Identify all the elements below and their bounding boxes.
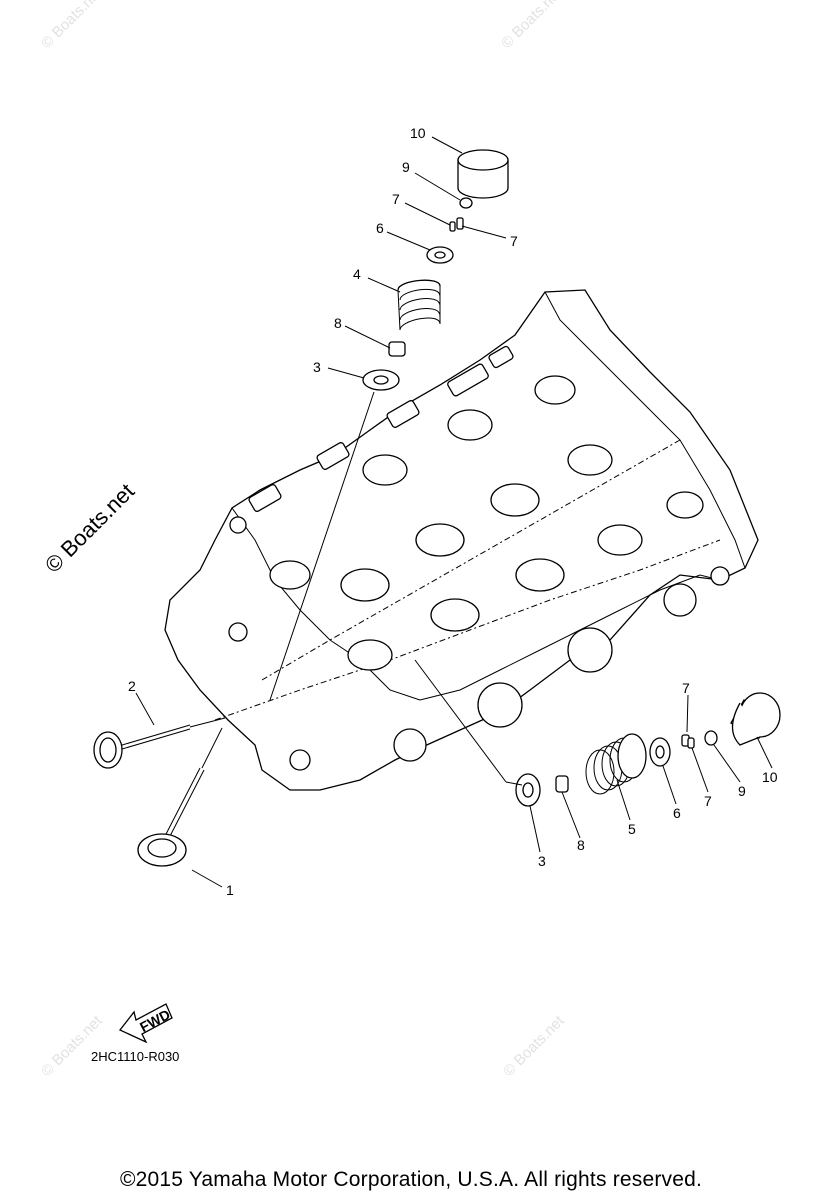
leader-lines [135,136,773,888]
valve-stem-seal-upper [388,341,406,357]
callout-10-upper: 10 [410,125,426,141]
valve-pad-lower [704,730,718,746]
callout-4: 4 [353,266,361,282]
valve-lifter-upper [457,149,509,199]
valve-pad-upper [459,197,473,209]
callout-3-lower: 3 [538,853,546,869]
callout-7-lower-top: 7 [682,680,690,696]
spring-retainer-lower [649,737,671,767]
callout-7-lower-bottom: 7 [704,793,712,809]
diagram-code: 2HC1110-R030 [91,1049,180,1064]
valve-spring-lower [585,733,647,795]
callout-6-upper: 6 [376,220,384,236]
spring-retainer-upper [426,246,454,264]
callout-7-upper-left: 7 [392,191,400,207]
callout-10-lower: 10 [762,769,778,785]
lower-valve-train [414,659,781,807]
cotter-lower [681,734,695,749]
upper-valve-train [269,149,509,701]
callout-7-upper-right: 7 [510,233,518,249]
callout-8-lower: 8 [577,837,585,853]
callout-2: 2 [128,678,136,694]
intake-valve [137,767,205,867]
cotter-upper [449,217,464,232]
spring-seat-lower [515,773,541,807]
callout-9-upper: 9 [402,159,410,175]
exhaust-valve [93,724,191,769]
forward-arrow: FWD [118,1003,173,1044]
cylinder-head [164,289,759,791]
callouts: 10 9 7 7 6 4 8 3 2 1 3 8 5 6 7 7 9 10 [128,125,778,898]
copyright-notice: ©2015 Yamaha Motor Corporation, U.S.A. A… [119,1168,703,1191]
callout-9-lower: 9 [738,783,746,799]
valve-spring-upper [397,279,441,331]
valve-lifter-lower [730,692,781,746]
valve-stem-seal-lower [555,775,569,793]
callout-6-lower: 6 [673,805,681,821]
callout-3-upper: 3 [313,359,321,375]
callout-1: 1 [226,882,234,898]
spring-seat-upper [362,369,400,391]
callout-5: 5 [628,821,636,837]
callout-8-upper: 8 [334,315,342,331]
